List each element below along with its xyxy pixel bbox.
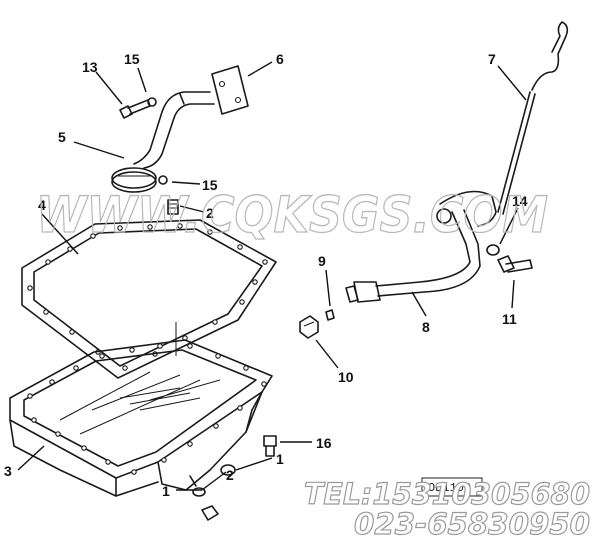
callout-4: 4 <box>38 197 46 213</box>
callout-5: 5 <box>58 129 66 145</box>
callout-1-right: 1 <box>276 451 284 467</box>
oil-pan <box>9 322 273 497</box>
drain-plug-assembly <box>189 464 236 521</box>
suction-tube-bolt <box>119 97 157 119</box>
figure-code-text: OD1109 <box>428 481 471 495</box>
dipstick-tube <box>345 190 497 303</box>
callout-14: 14 <box>512 193 528 209</box>
callout-6: 6 <box>276 51 284 67</box>
tube-fitting <box>299 309 335 339</box>
pan-plug <box>263 435 277 457</box>
callout-8: 8 <box>422 319 430 335</box>
callout-15-upper: 15 <box>124 51 140 67</box>
callout-13: 13 <box>82 59 98 75</box>
pan-bolt-holes <box>27 343 267 475</box>
callout-7: 7 <box>488 51 496 67</box>
callout-9: 9 <box>318 253 326 269</box>
oil-pan-gasket <box>21 219 277 379</box>
figure-code: OD1109 <box>421 477 483 497</box>
watermark-phone: 023-65830950 <box>354 507 590 539</box>
callout-15-lower: 15 <box>202 177 218 193</box>
callout-1-left: 1 <box>162 483 170 499</box>
callout-2-upper: 2 <box>206 205 214 221</box>
dipstick <box>497 21 569 215</box>
callout-labels: 13 15 6 7 5 15 2 14 9 8 11 10 4 16 3 1 2… <box>4 51 528 499</box>
support-bolt <box>158 175 179 215</box>
watermark-site: WWW.CQKSGS.COM <box>36 186 548 244</box>
callout-2-lower: 2 <box>226 467 234 483</box>
tube-bolt <box>486 244 533 273</box>
suction-tube <box>111 65 249 193</box>
gasket-bolt-holes <box>27 223 268 371</box>
watermark-tel: TEL:15310305680 <box>304 477 590 511</box>
callout-16: 16 <box>316 435 332 451</box>
callout-11: 11 <box>502 311 517 327</box>
leader-lines <box>17 61 527 491</box>
callout-10: 10 <box>338 369 354 385</box>
callout-3: 3 <box>4 463 12 479</box>
